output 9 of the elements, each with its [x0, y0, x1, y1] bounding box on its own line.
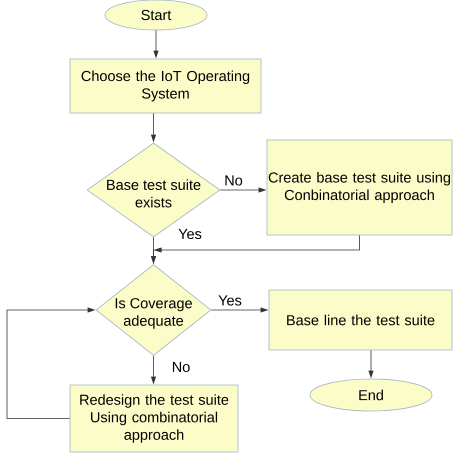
edge-label: Yes	[217, 294, 243, 307]
edge-label: No	[223, 174, 244, 187]
process-box: Choose the IoT Operating System	[70, 58, 262, 114]
edge-label: Yes	[177, 228, 203, 240]
edge-label: No	[170, 360, 192, 374]
terminal-oval: End	[310, 378, 432, 412]
process-box: Create base test suite using Conbinatorial approach	[266, 140, 452, 236]
process-box: Base line the test suite	[268, 290, 452, 350]
process-box: Redesign the test suite Using combinatorial approach	[70, 384, 238, 452]
